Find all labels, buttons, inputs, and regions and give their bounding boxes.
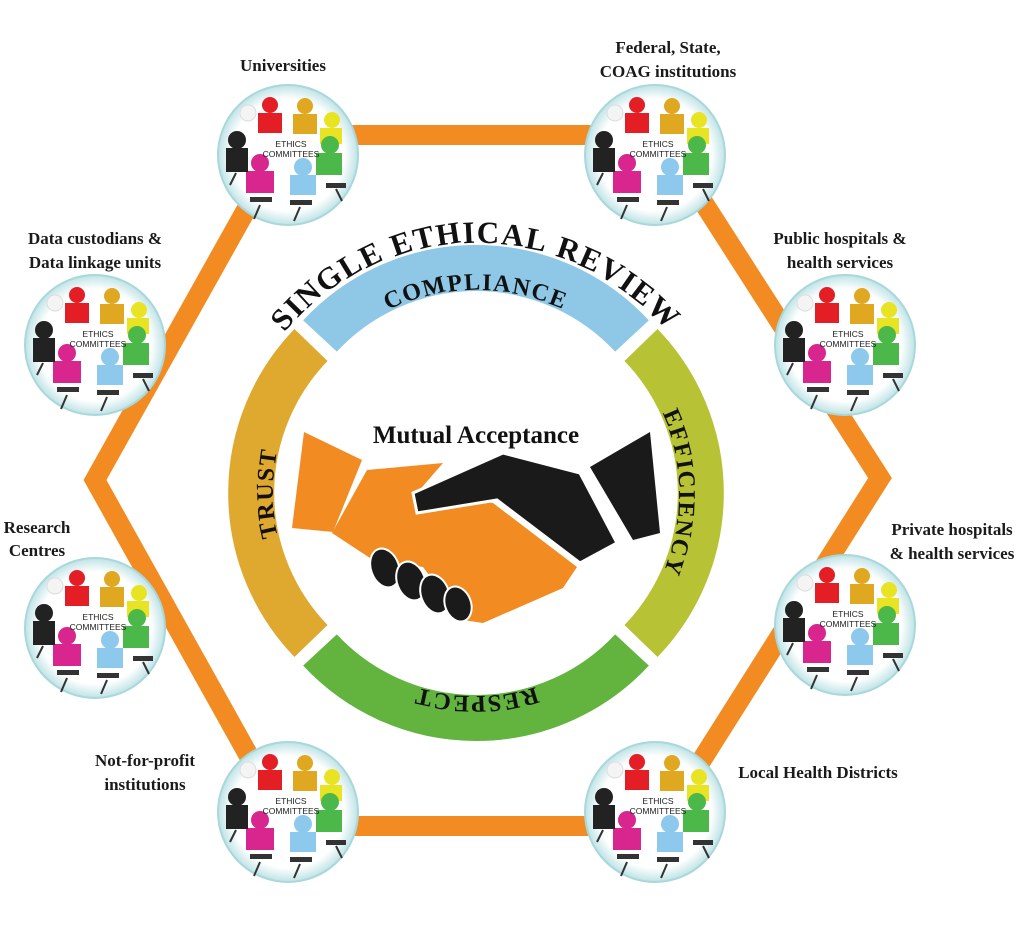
node-label-nfp-2: institutions <box>104 775 186 794</box>
center-label: Mutual Acceptance <box>373 422 579 449</box>
ethics-label: ETHICS <box>275 139 307 149</box>
committee-circle-private-hospitals: ETHICS COMMITTEES <box>774 554 916 696</box>
committees-label: COMMITTEES <box>70 339 127 349</box>
ethics-label: ETHICS <box>832 609 864 619</box>
node-label-public-2: health services <box>787 253 894 272</box>
committee-circle-research: ETHICS COMMITTEES <box>24 557 166 699</box>
committee-circle-federal: ETHICS COMMITTEES <box>584 84 726 226</box>
node-label-data-1: Data custodians & <box>28 229 162 248</box>
ethics-label: ETHICS <box>642 796 674 806</box>
ring <box>228 245 724 741</box>
trust-label: TRUST <box>252 448 283 540</box>
committee-circle-local-health: ETHICS COMMITTEES <box>584 741 726 883</box>
handshake-icon <box>292 432 660 623</box>
committees-label: COMMITTEES <box>820 619 877 629</box>
compliance-segment <box>303 245 649 352</box>
committees-label: COMMITTEES <box>820 339 877 349</box>
committee-circle-public-hospitals: ETHICS COMMITTEES <box>774 274 916 416</box>
node-label-private-1: Private hospitals <box>891 520 1013 539</box>
node-label-private-2: & health services <box>890 544 1015 563</box>
node-label-federal-1: Federal, State, <box>615 38 720 57</box>
efficiency-segment <box>624 329 724 657</box>
node-label-public-1: Public hospitals & <box>773 229 906 248</box>
ethics-label: ETHICS <box>82 612 114 622</box>
node-label-research-1: Research <box>4 518 71 537</box>
ethics-label: ETHICS <box>275 796 307 806</box>
node-label-nfp-1: Not-for-profit <box>95 751 195 770</box>
committee-circle-not-for-profit: ETHICS COMMITTEES <box>217 741 359 883</box>
node-label-local-health: Local Health Districts <box>738 763 898 782</box>
respect-label: RESPECT <box>413 681 541 716</box>
committees-label: COMMITTEES <box>70 622 127 632</box>
ethics-label: ETHICS <box>82 329 114 339</box>
committee-circle-data-custodians: ETHICS COMMITTEES <box>24 274 166 416</box>
committees-label: COMMITTEES <box>630 806 687 816</box>
node-label-data-2: Data linkage units <box>29 253 162 272</box>
ethics-label: ETHICS <box>642 139 674 149</box>
committees-label: COMMITTEES <box>263 806 320 816</box>
respect-segment <box>303 634 649 741</box>
committees-label: COMMITTEES <box>630 149 687 159</box>
node-label-federal-2: COAG institutions <box>600 62 737 81</box>
node-label-research-2: Centres <box>9 541 66 560</box>
committee-circle-universities: ETHICS COMMITTEES <box>217 84 359 226</box>
committees-label: COMMITTEES <box>263 149 320 159</box>
ethics-label: ETHICS <box>832 329 864 339</box>
node-label-universities: Universities <box>240 56 326 75</box>
trust-segment <box>228 329 328 657</box>
